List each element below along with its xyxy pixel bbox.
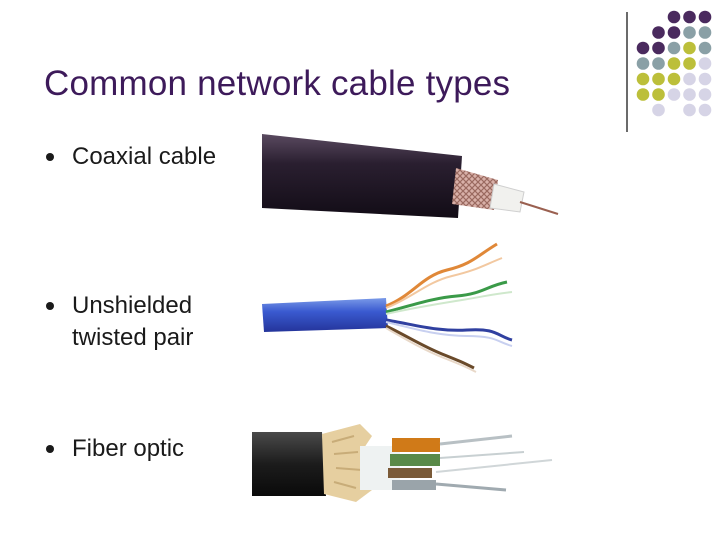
bullet-line: twisted pair — [72, 324, 194, 351]
decorative-dot — [667, 10, 681, 24]
decorative-dot — [698, 10, 712, 24]
fiber-optic-image — [252, 424, 553, 502]
decorative-vertical-line — [626, 12, 628, 132]
decorative-dot — [652, 103, 665, 117]
decorative-dot — [698, 57, 712, 70]
decorative-dot — [652, 41, 665, 55]
decorative-dot — [636, 41, 650, 55]
decorative-dot — [636, 88, 650, 101]
decorative-dot — [683, 57, 696, 70]
decorative-dot — [698, 103, 712, 117]
decorative-dot — [667, 72, 681, 86]
bullet-line: Fiber optic — [72, 435, 185, 462]
decorative-dot — [698, 41, 712, 55]
decorative-dot — [652, 88, 665, 101]
bullet-line: Unshielded — [72, 292, 193, 319]
decorative-dot — [683, 26, 696, 39]
decorative-dot — [636, 72, 650, 86]
decorative-dot — [698, 88, 712, 101]
decorative-dot — [683, 103, 696, 117]
decorative-dot — [667, 41, 681, 55]
slide-title: Common network cable types — [44, 64, 511, 103]
decorative-dot — [652, 72, 665, 86]
bullet-text-coaxial: Coaxial cable — [72, 141, 216, 173]
coaxial-cable-image — [262, 134, 559, 218]
bullet-marker — [46, 302, 54, 310]
bullet-marker — [46, 445, 54, 453]
decorative-dot — [683, 10, 696, 24]
decorative-dot — [652, 26, 665, 39]
bullet-line: Coaxial cable — [72, 143, 217, 170]
decorative-dot — [667, 26, 681, 39]
decorative-dot — [683, 88, 696, 101]
decorative-dot — [683, 72, 696, 86]
decorative-dot — [667, 57, 681, 70]
decorative-dot — [652, 57, 665, 70]
decorative-dot — [683, 41, 696, 55]
bullet-text-fiber: Fiber optic — [72, 433, 184, 465]
bullet-text-utp: Unshielded twisted pair — [72, 290, 193, 354]
decorative-dot — [667, 88, 681, 101]
decorative-dot — [636, 57, 650, 70]
twisted-pair-image — [262, 242, 513, 373]
decorative-dot — [698, 26, 712, 39]
decorative-dot — [698, 72, 712, 86]
bullet-marker — [46, 153, 54, 161]
